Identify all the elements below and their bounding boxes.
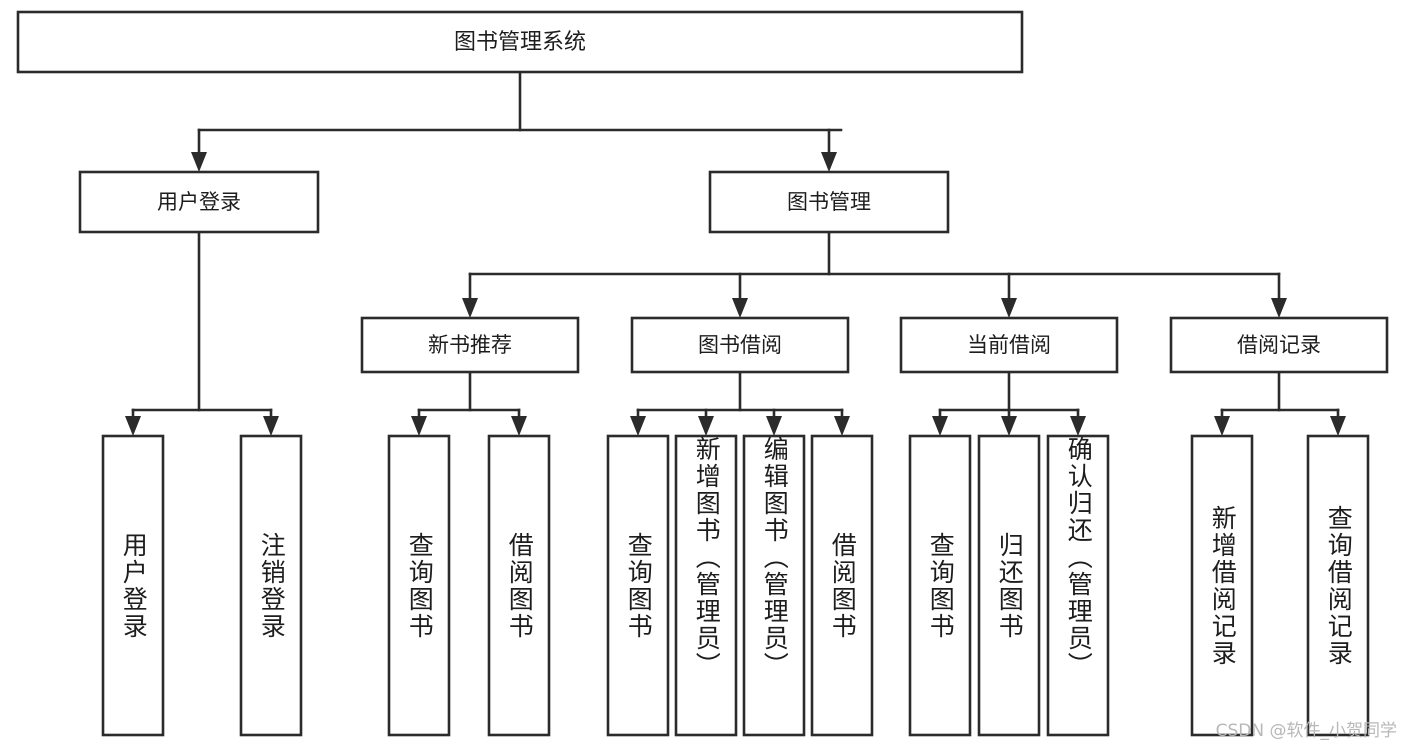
leaf-box-new-book-1[interactable] — [487, 434, 551, 737]
leaf-box-user-login-0[interactable] — [101, 434, 165, 737]
leaf-box-current-borrow-0[interactable] — [908, 434, 972, 737]
node-book-management-label: 图书管理 — [787, 190, 871, 214]
node-user-login[interactable]: 用户登录 — [78, 170, 320, 234]
connector-currentborrow-to-leaves — [932, 370, 1086, 436]
leaf-box-book-borrow-3[interactable] — [810, 434, 874, 737]
csdn-watermark: CSDN @软件_小贺同学 — [1215, 721, 1397, 741]
connector-bookborrow-to-leaves — [630, 370, 850, 436]
leaf-box-book-borrow-1[interactable] — [674, 434, 738, 737]
leaf-box-current-borrow-1[interactable] — [977, 434, 1041, 737]
node-current-borrow[interactable]: 当前借阅 — [899, 316, 1119, 374]
node-root[interactable]: 图书管理系统 — [16, 10, 1024, 74]
leaf-box-borrow-record-1[interactable] — [1306, 434, 1370, 737]
node-root-label: 图书管理系统 — [454, 30, 586, 55]
leaf-box-current-borrow-2[interactable] — [1046, 434, 1110, 737]
connector-borrowrecord-to-leaves — [1214, 370, 1346, 436]
node-user-login-label: 用户登录 — [157, 190, 241, 214]
node-current-borrow-label: 当前借阅 — [967, 333, 1051, 357]
leaf-box-borrow-record-0[interactable] — [1190, 434, 1254, 737]
node-borrow-record[interactable]: 借阅记录 — [1169, 316, 1389, 374]
leaf-box-book-borrow-0[interactable] — [606, 434, 670, 737]
leaf-box-book-borrow-2[interactable] — [742, 434, 806, 737]
node-new-book-recommend[interactable]: 新书推荐 — [360, 316, 580, 374]
node-book-management[interactable]: 图书管理 — [708, 170, 950, 234]
connector-userlogin-to-leaves — [125, 230, 279, 436]
connector-newbook-to-leaves — [411, 370, 527, 436]
connector-bookmgmt-to-level3 — [462, 230, 1287, 318]
connector-root-to-level2 — [191, 70, 843, 172]
node-book-borrow[interactable]: 图书借阅 — [630, 316, 850, 374]
node-new-book-recommend-label: 新书推荐 — [428, 333, 512, 357]
node-book-borrow-label: 图书借阅 — [698, 333, 782, 357]
node-borrow-record-label: 借阅记录 — [1237, 333, 1321, 357]
leaf-box-new-book-0[interactable] — [387, 434, 451, 737]
leaf-box-user-login-1[interactable] — [239, 434, 303, 737]
